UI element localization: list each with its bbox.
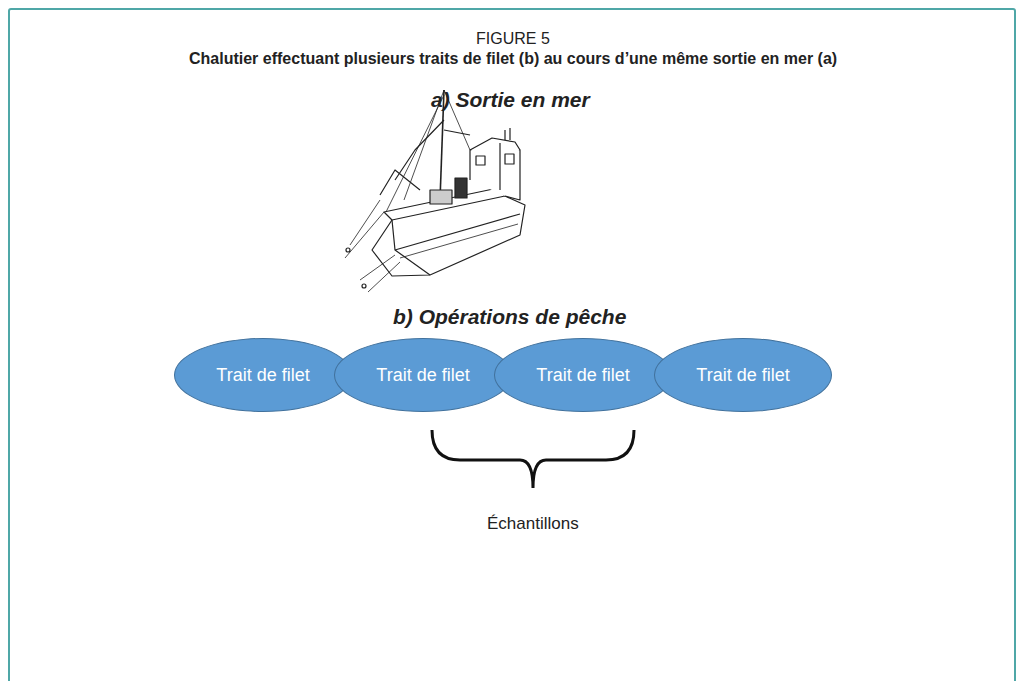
node-label: Trait de filet	[535, 365, 631, 386]
process-ellipse: Trait de filet	[174, 338, 352, 412]
section-heading: b) Opérations de pêche	[393, 305, 626, 329]
process-ellipse: Trait de filet	[334, 338, 512, 412]
process-ellipse: Trait de filet	[494, 338, 672, 412]
node-label: Trait de filet	[215, 365, 311, 386]
bracket-label: Échantillons	[487, 514, 579, 534]
trawler-drawing	[345, 90, 525, 292]
node-label: Trait de filet	[375, 365, 471, 386]
process-ellipse: Trait de filet	[654, 338, 832, 412]
section-heading: a) Sortie en mer	[431, 88, 590, 112]
node-label: Trait de filet	[695, 365, 791, 386]
figure-caption: Chalutier effectuant plusieurs traits de…	[189, 50, 837, 68]
bracket	[432, 430, 634, 488]
figure-number: FIGURE 5	[476, 30, 550, 48]
